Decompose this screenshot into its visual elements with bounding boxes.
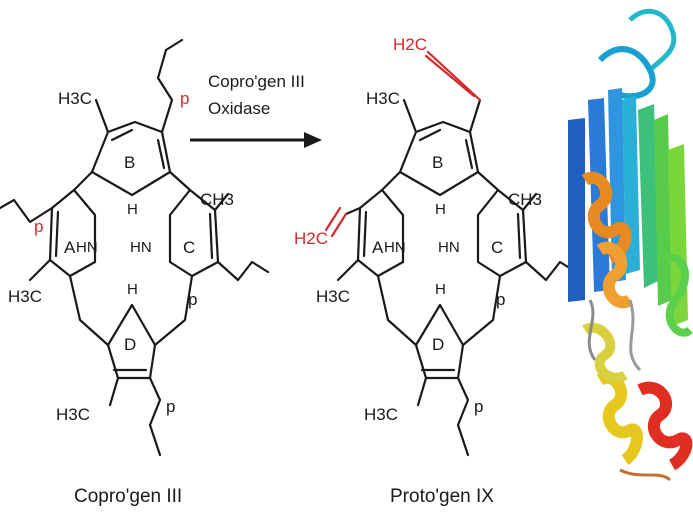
protogen-structure: H2C H3C B H H2C A HN HN C CH3 H3C p H D … [294, 35, 578, 507]
ring-c-label: C [491, 238, 503, 257]
svg-text:H: H [435, 201, 446, 218]
methyl-c-label: CH3 [508, 190, 542, 209]
methyl-a-label: H3C [8, 287, 42, 306]
propionate-d-label: p [474, 397, 483, 416]
methyl-d-label: H3C [56, 405, 90, 424]
reaction-arrow: Copro'gen III Oxidase [190, 72, 322, 148]
enzyme-label-line2: Oxidase [208, 99, 270, 118]
ring-a-bonds [48, 170, 97, 278]
svg-text:HN: HN [438, 239, 460, 256]
ring-d-label: D [432, 335, 444, 354]
coprogen-structure: H3C p B H p A HN HN C CH3 H3C p H D H3C … [0, 38, 270, 507]
svg-text:H: H [435, 281, 446, 298]
enzyme-label-line1: Copro'gen III [208, 72, 305, 91]
ring-c-bonds [168, 170, 220, 278]
propionate-d-label: p [166, 397, 175, 416]
ring-a-label: A [64, 238, 76, 257]
nh-right-label: HN [130, 239, 152, 256]
svg-text:HN: HN [384, 239, 406, 256]
ring-d-label: D [124, 335, 136, 354]
ring-a-label: A [372, 238, 384, 257]
methyl-b-label: H3C [366, 89, 400, 108]
nh-left-label: HN [76, 239, 98, 256]
propionate-c-label: p [496, 290, 505, 309]
methyl-b-label: H3C [58, 89, 92, 108]
methyl-d-label: H3C [364, 405, 398, 424]
ring-b-label: B [124, 153, 135, 172]
coprogen-caption: Copro'gen III [74, 486, 182, 507]
nh-bottom-label: H [127, 281, 138, 298]
vinyl-b-label: H2C [393, 35, 427, 54]
propionate-a-label: p [34, 217, 43, 236]
ring-c-label: C [183, 238, 195, 257]
nh-top-label: H [127, 201, 138, 218]
propionate-c-label: p [188, 290, 197, 309]
propionate-b-label: p [180, 89, 189, 108]
methyl-c-label: CH3 [200, 190, 234, 209]
ring-d-bonds [68, 274, 194, 347]
methyl-a-label: H3C [316, 287, 350, 306]
ribbon-protein-structure-icon [568, 8, 693, 482]
ring-b-label: B [432, 153, 443, 172]
arrow-head-icon [304, 132, 322, 148]
protogen-caption: Proto'gen IX [390, 486, 494, 507]
vinyl-a-label: H2C [294, 229, 328, 248]
